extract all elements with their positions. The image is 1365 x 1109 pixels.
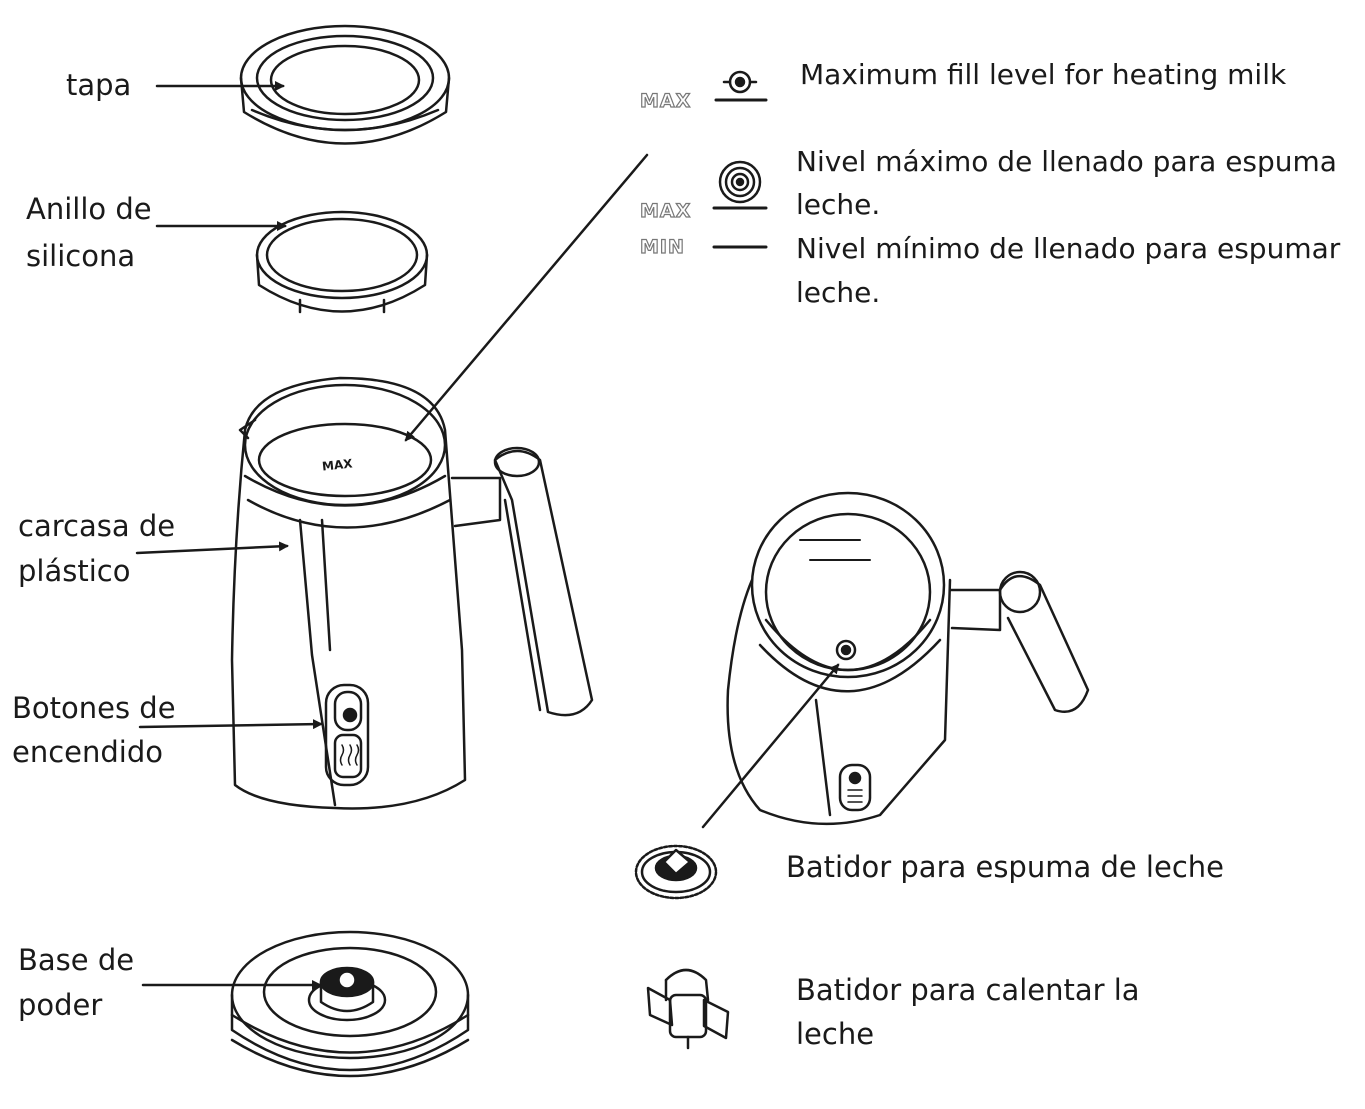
legend-heating-max-text: Maximum fill level for heating milk — [800, 58, 1287, 91]
heating-whisk-drawing — [646, 968, 730, 1050]
lid-drawing — [239, 24, 451, 145]
legend-min-mark: MIN — [639, 235, 685, 258]
label-frothing-whisk: Batidor para espuma de leche — [786, 850, 1224, 884]
label-power-base-line1: Base de — [18, 943, 135, 977]
label-housing-line1: carcasa de — [18, 509, 176, 543]
legend-froth-max-text-line2: leche. — [796, 188, 881, 221]
label-heating-whisk-line2: leche — [796, 1017, 875, 1051]
legend-froth-max-symbol — [712, 160, 768, 210]
legend-froth-min-text-line2: leche. — [796, 276, 881, 309]
arrow-housing — [135, 541, 289, 555]
legend-max-mark-heating: MAX — [639, 89, 692, 112]
label-power-buttons-line1: Botones de — [12, 691, 176, 725]
arrow-fill-level — [404, 153, 649, 442]
label-lid: tapa — [66, 68, 132, 102]
power-base-drawing — [230, 930, 470, 1078]
legend-froth-min-text-line1: Nivel mínimo de llenado para espumar — [796, 232, 1341, 265]
legend-max-mark-froth: MAX — [639, 199, 692, 222]
silicone-ring-drawing — [255, 210, 429, 314]
label-power-buttons-line2: encendido — [12, 735, 164, 769]
label-heating-whisk-line1: Batidor para calentar la — [796, 973, 1140, 1007]
label-silicone-ring-line1: Anillo de — [26, 192, 152, 226]
arrow-whisk-mount — [701, 663, 840, 829]
frothing-whisk-drawing — [634, 844, 718, 900]
arrow-power-buttons — [138, 719, 323, 730]
main-jug-drawing — [230, 376, 594, 810]
legend-froth-max-text-line1: Nivel máximo de llenado para espuma — [796, 145, 1337, 178]
label-silicone-ring-line2: silicona — [26, 239, 136, 273]
label-power-base-line2: poder — [18, 988, 103, 1022]
legend-heating-max-symbol — [714, 70, 768, 102]
label-housing-line2: plástico — [18, 554, 131, 588]
second-jug-drawing — [726, 491, 1090, 826]
